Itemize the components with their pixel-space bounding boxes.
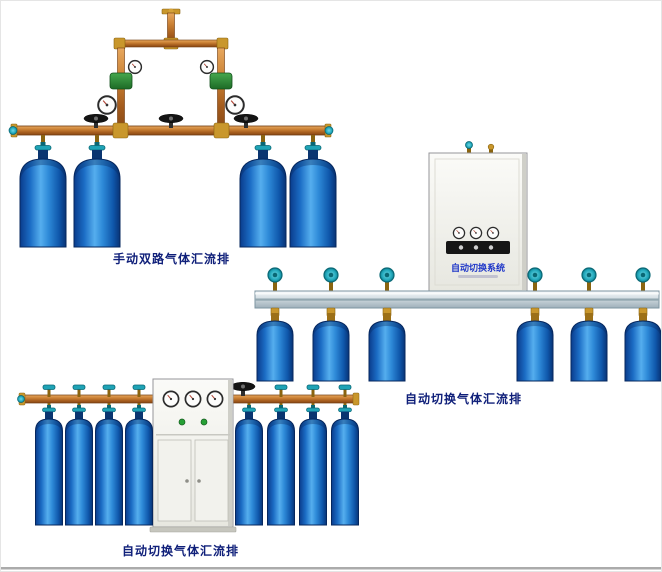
caption-auto-switch-manifold-2: 自动切换气体汇流排 — [122, 544, 240, 558]
gas-cylinder — [299, 404, 327, 526]
indicator-light — [200, 418, 208, 426]
riser-pipe — [587, 280, 591, 291]
gas-cylinder — [570, 312, 608, 382]
bottom-divider — [1, 567, 661, 570]
drop-pipe — [95, 135, 99, 147]
gas-cylinder — [95, 404, 123, 526]
pressure-gauge — [127, 59, 143, 75]
pressure-gauge — [486, 226, 500, 240]
drop-pipe — [311, 135, 315, 147]
caption-manual-dual-manifold: 手动双路气体汇流排 — [113, 252, 231, 266]
header-pipe — [118, 39, 224, 48]
gas-cylinder — [235, 404, 263, 526]
gas-cylinder — [368, 312, 406, 382]
cabinet-base — [149, 526, 237, 533]
gas-cylinder — [35, 404, 63, 526]
valve-handwheel — [527, 267, 543, 283]
manifold-rail — [254, 290, 660, 309]
pressure-regulator — [199, 59, 245, 115]
pressure-gauge — [184, 390, 202, 408]
pressure-gauge — [97, 95, 117, 115]
pressure-gauge — [452, 226, 466, 240]
riser-pipe — [641, 280, 645, 291]
pressure-gauge — [199, 59, 215, 75]
gas-cylinder — [256, 312, 294, 382]
valve-handwheel — [635, 267, 651, 283]
door-handle — [185, 479, 189, 483]
drop-pipe — [261, 135, 265, 147]
panel-knob — [473, 245, 479, 250]
panel-knob — [458, 245, 464, 250]
gas-cylinder — [516, 312, 554, 382]
vent-pipe — [489, 148, 493, 156]
pressure-regulator — [97, 59, 143, 115]
auto-switch-manifold-image: 自动切换系统 — [254, 141, 661, 382]
end-cap — [352, 392, 360, 406]
pressure-gauge — [162, 390, 180, 408]
gas-cylinder — [267, 404, 295, 526]
vent-pipe — [467, 146, 471, 156]
caption-auto-switch-manifold: 自动切换气体汇流排 — [405, 392, 523, 406]
panel-knob — [488, 245, 494, 250]
riser-pipe — [533, 280, 537, 291]
pipe-fitting — [168, 8, 174, 14]
cabinet-subtitle-mark — [458, 275, 498, 278]
gas-cylinder — [289, 141, 337, 248]
flange-fitting — [112, 122, 129, 139]
pressure-gauge — [206, 390, 224, 408]
elbow-fitting — [113, 37, 126, 50]
valve-knob — [465, 141, 473, 149]
auto-switch-manifold-2-image — [17, 378, 360, 533]
pressure-gauge — [469, 226, 483, 240]
end-valve — [324, 126, 334, 135]
riser-pipe — [385, 280, 389, 291]
valve-handwheel — [230, 381, 256, 397]
valve-handwheel — [581, 267, 597, 283]
end-valve — [17, 395, 25, 403]
valve-handwheel — [323, 267, 339, 283]
riser-pipe — [273, 280, 277, 291]
control-cabinet-2 — [149, 378, 237, 533]
door-handle — [197, 479, 201, 483]
gas-cylinder — [331, 404, 359, 526]
control-cabinet: 自动切换系统 — [428, 152, 528, 292]
gas-cylinder — [19, 141, 67, 248]
end-valve — [8, 126, 18, 135]
valve-knob — [487, 143, 495, 151]
gas-cylinder — [312, 312, 350, 382]
riser-pipe — [329, 280, 333, 291]
gas-cylinder — [239, 141, 287, 248]
valve-handwheel — [379, 267, 395, 283]
gas-cylinder — [73, 141, 121, 248]
flange-fitting — [213, 122, 230, 139]
cabinet-title-text: 自动切换系统 — [451, 262, 505, 273]
gas-cylinder — [65, 404, 93, 526]
indicator-light — [178, 418, 186, 426]
drop-pipe — [41, 135, 45, 147]
manual-dual-manifold-image — [8, 8, 337, 248]
pressure-gauge — [225, 95, 245, 115]
elbow-fitting — [216, 37, 229, 50]
valve-handwheel — [267, 267, 283, 283]
gas-cylinder — [624, 312, 661, 382]
gas-cylinder — [125, 404, 153, 526]
